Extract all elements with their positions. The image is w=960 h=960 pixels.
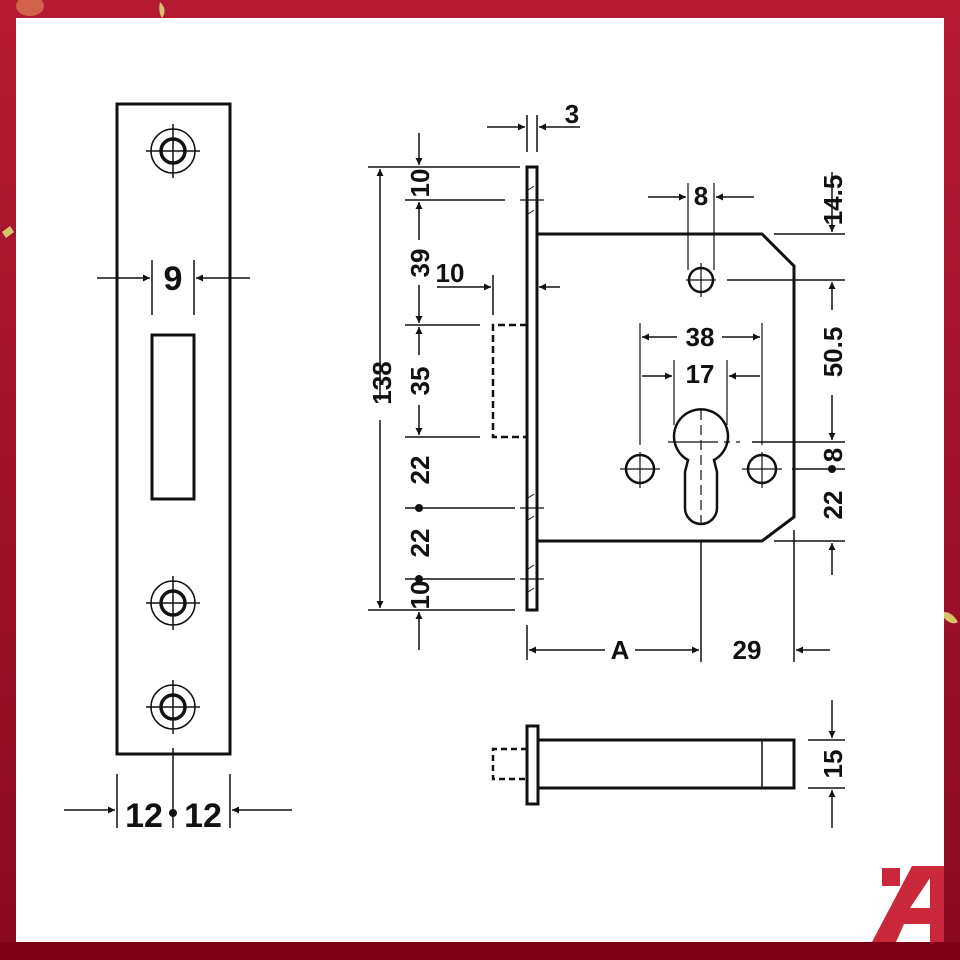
strike-half-width-left: 12 <box>125 797 163 835</box>
faceplate-thickness-label: 3 <box>565 99 579 129</box>
backset-label: A <box>611 635 630 665</box>
lower-spacing-1-label: 22 <box>405 456 435 485</box>
spindle-hole-width-label: 8 <box>694 181 708 211</box>
frame-left <box>0 0 16 960</box>
brand-logo-icon <box>872 866 944 942</box>
overall-height-label: 138 <box>367 361 397 404</box>
backset-to-rear-label: 29 <box>733 635 762 665</box>
bolt-height-label: 35 <box>405 367 435 396</box>
strike-half-width-right: 12 <box>184 797 222 835</box>
hole-to-bolt-label: 39 <box>405 249 435 278</box>
top-offset-label: 10 <box>405 169 435 198</box>
top-step-label: 14.5 <box>818 175 848 226</box>
screw-hole-icon <box>146 576 200 630</box>
frame-right <box>944 0 960 960</box>
lock-body <box>368 115 845 662</box>
bolt-view <box>491 700 845 828</box>
strike-plate <box>64 102 292 828</box>
frame-bottom <box>0 942 960 960</box>
cylinder-offset-label: 8 <box>818 448 848 462</box>
cylinder-hole-spacing-label: 38 <box>686 322 715 352</box>
cylinder-to-bottom-label: 22 <box>818 491 848 520</box>
bolt-projection-label: 10 <box>436 258 465 288</box>
hole-to-cylinder-label: 50.5 <box>818 327 848 378</box>
cylinder-cutout-icon <box>672 408 730 526</box>
cylinder-width-label: 17 <box>686 359 715 389</box>
strike-width-label: 9 <box>164 260 183 298</box>
lower-spacing-2-label: 22 <box>405 529 435 558</box>
bolt-thickness-label: 15 <box>818 750 848 779</box>
screw-hole-icon <box>146 124 200 178</box>
screw-hole-icon <box>146 680 200 734</box>
bottom-offset-label: 10 <box>405 581 435 610</box>
